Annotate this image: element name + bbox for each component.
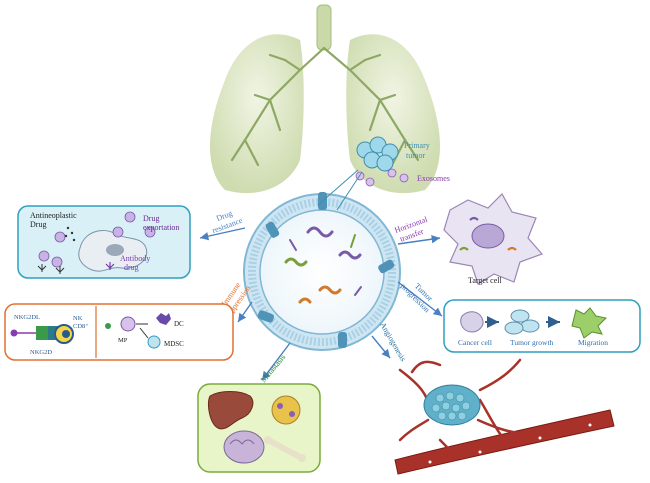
drug-exportation-label-line2: exportation <box>143 223 179 232</box>
drug-resistance-panel <box>17 205 191 279</box>
mp-label: MP <box>118 337 128 344</box>
nkg2d-label: NKG2D <box>30 349 52 356</box>
lungs-illustration <box>210 4 440 194</box>
angiogenesis-illustration <box>394 358 615 475</box>
process-arrows <box>199 227 443 381</box>
exosome-cluster-icon <box>355 168 409 187</box>
tumor-connector-lines <box>317 169 363 211</box>
target-cell-label: Target cell <box>468 276 502 285</box>
antineoplastic-drug-label-line2: Drug <box>30 220 46 229</box>
nkg2dl-label: NKG2DL <box>14 314 40 321</box>
dc-label: DC <box>174 320 184 328</box>
nk-label: NK <box>73 315 83 322</box>
antineoplastic-drug-label-line1: Antineoplastic <box>30 211 77 220</box>
antibody-drug-label-line2: drug <box>124 263 139 272</box>
metastasis-label: Metastasis <box>259 353 288 385</box>
cd8-label: CD8⁺ <box>73 323 89 330</box>
exosomes-label: Exosomes <box>417 174 450 183</box>
exosome-membrane <box>243 192 401 351</box>
primary-tumor-label-line2: tumor <box>406 151 425 160</box>
angiogenesis-label: Angiogenesis <box>378 321 408 363</box>
drug-exportation-label-line1: Drug <box>143 214 159 223</box>
immune-suppression-panel <box>4 303 234 361</box>
migration-label: Migration <box>578 338 608 347</box>
exosome-cargo <box>284 226 362 304</box>
tumor-growth-label: Tumor growth <box>510 338 554 347</box>
primary-tumor-icon <box>356 136 399 172</box>
primary-tumor-label-line1: Primary <box>404 141 430 150</box>
cancer-cell-label: Cancer cell <box>458 338 492 347</box>
target-cell-icon <box>443 193 544 285</box>
antibody-drug-label-line1: Antibody <box>120 254 150 263</box>
mdsc-label: MDSC <box>164 340 184 348</box>
metastasis-panel <box>197 383 321 473</box>
tumor-progression-panel <box>443 299 641 353</box>
